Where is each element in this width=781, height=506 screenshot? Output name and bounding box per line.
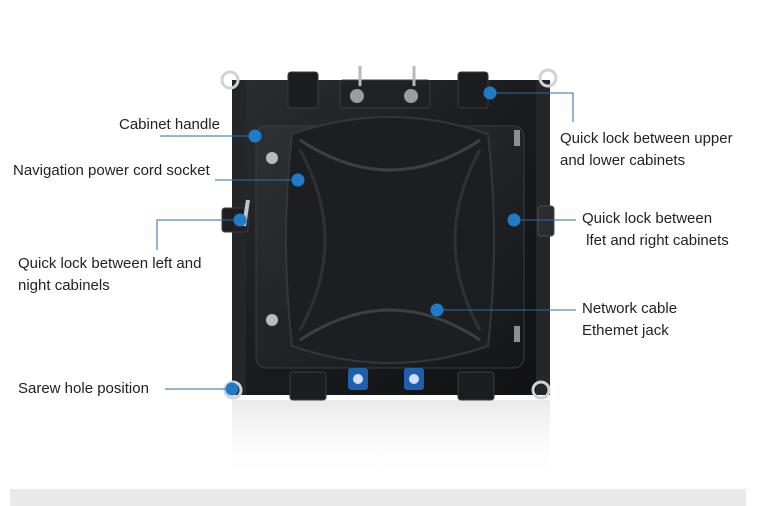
dot-quick-lock-fr [507, 213, 521, 227]
label-network-line1: Network cable [582, 300, 678, 317]
label-cabinet-handle-text: Cabinet handle [119, 116, 220, 133]
label-quick-lock-ul: Quick lock between upper and lower cabin… [560, 128, 733, 172]
label-network-line2: Ethemet jack [582, 322, 669, 339]
label-screw-hole: Sarew hole position [18, 378, 149, 400]
dot-quick-lock-ul [483, 86, 497, 100]
panel-latch-top [266, 152, 278, 164]
panel-latch-bottom [266, 314, 278, 326]
label-quick-lock-fr-line1: Quick lock between [582, 210, 713, 227]
label-screw-hole-text: Sarew hole position [18, 380, 149, 397]
dot-network [430, 303, 444, 317]
embossed-x-shape [285, 116, 495, 364]
label-quick-lock-ul-line2: and lower cabinets [560, 152, 686, 169]
leader-quick-lock-ul [490, 92, 574, 122]
corner-lock-tr [538, 68, 558, 88]
corner-lock-tl [220, 70, 240, 90]
emboss-ridge-bottom [299, 308, 481, 342]
power-socket-1-core [353, 374, 363, 384]
label-quick-lock-lr-line1: Quick lock between left and [18, 255, 202, 272]
emboss-ridge-top [299, 138, 481, 172]
dot-quick-lock-lr [233, 213, 247, 227]
top-bracket-left [287, 71, 319, 109]
dot-screw-hole [225, 382, 239, 396]
label-quick-lock-lr-line2: night cabinels [18, 277, 110, 294]
panel-hinge-top [514, 130, 520, 146]
label-navigation-power-text: Navigation power cord socket [13, 162, 210, 179]
emboss-ridge-left [298, 149, 327, 331]
top-bracket-right [457, 71, 489, 109]
dot-cabinet-handle [248, 129, 262, 143]
bottom-bracket-left [289, 371, 327, 401]
top-connector-1 [350, 89, 364, 103]
floor-reflection [232, 400, 550, 480]
leader-lines [156, 92, 576, 390]
leader-quick-lock-lr [156, 219, 240, 250]
label-quick-lock-fr-line2: lfet and right cabinets [582, 232, 729, 249]
bottom-bracket-right [457, 371, 495, 401]
power-socket-2-core [409, 374, 419, 384]
emboss-ridge-right [453, 149, 482, 331]
bottom-divider-bar [10, 489, 746, 506]
corner-lock-br [531, 380, 551, 400]
dot-navigation-power [291, 173, 305, 187]
label-quick-lock-ul-line1: Quick lock between upper [560, 130, 733, 147]
left-rail [232, 80, 246, 395]
panel-hinge-bottom [514, 326, 520, 342]
label-quick-lock-fr: Quick lock between lfet and right cabine… [582, 208, 729, 252]
corner-lock-bl [223, 380, 243, 400]
label-network: Network cable Ethemet jack [582, 298, 677, 342]
label-navigation-power: Navigation power cord socket [13, 160, 210, 182]
label-quick-lock-lr: Quick lock between left and night cabine… [18, 253, 201, 297]
top-connector-2 [404, 89, 418, 103]
callout-dots [225, 86, 521, 396]
right-rail [536, 80, 550, 395]
right-quick-lock [537, 205, 555, 237]
label-cabinet-handle: Cabinet handle [119, 114, 220, 136]
